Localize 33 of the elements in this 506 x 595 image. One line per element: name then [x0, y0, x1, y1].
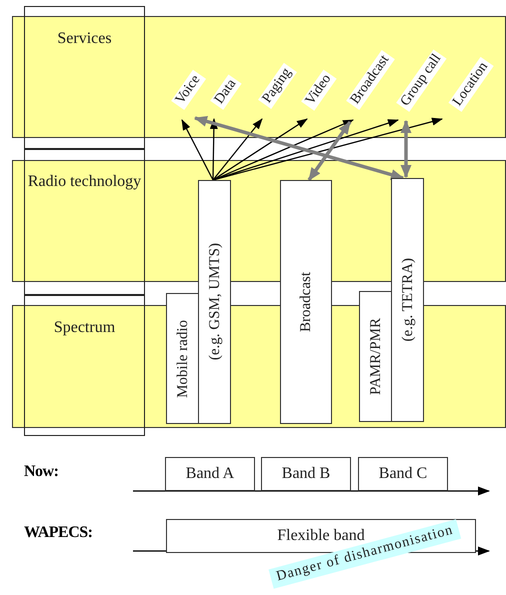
layer-header-cell — [24, 295, 145, 436]
technology-box — [391, 178, 424, 422]
arrow — [400, 120, 412, 178]
box-label: Broadcast — [297, 272, 315, 332]
arrow — [194, 116, 404, 180]
arrow — [210, 118, 218, 180]
arrow — [212, 118, 263, 180]
row-label: Now: — [24, 463, 58, 481]
technology-box — [166, 293, 199, 424]
row-label: WAPECS: — [24, 524, 93, 542]
band-box — [261, 457, 351, 491]
technology-box — [280, 180, 332, 424]
box-label: (e.g. GSM, UMTS) — [206, 243, 224, 361]
box-label: PAMR/PMR — [366, 318, 384, 395]
layer-title: Radio technology — [28, 172, 142, 192]
arrow — [212, 118, 308, 180]
box-label: Band B — [282, 465, 330, 483]
layer-header-cell — [24, 149, 145, 295]
band-box — [358, 457, 448, 491]
band-box — [165, 457, 255, 491]
arrow — [308, 121, 352, 181]
box-label: Band C — [378, 465, 428, 483]
box-label: (e.g. TETRA) — [398, 258, 416, 342]
arrow — [212, 119, 399, 181]
technology-box — [359, 291, 392, 422]
arrow — [212, 118, 443, 181]
layer-title: Services — [57, 29, 112, 49]
layer-header-cell — [24, 6, 145, 149]
technology-box — [198, 180, 231, 424]
arrow — [181, 119, 214, 180]
layer-title: Spectrum — [54, 318, 116, 338]
box-label: Band A — [186, 465, 234, 483]
box-label: Mobile radio — [174, 320, 192, 398]
